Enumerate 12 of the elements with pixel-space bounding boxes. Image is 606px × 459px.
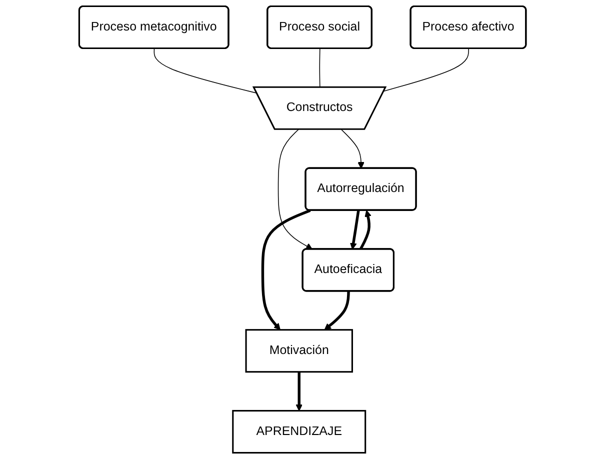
arrow	[341, 129, 365, 169]
node-box: APRENDIZAJE	[232, 410, 367, 454]
arrow	[296, 372, 303, 412]
arrow	[324, 291, 350, 330]
arrow	[350, 210, 360, 250]
connector	[320, 48, 321, 88]
arrow	[360, 210, 372, 250]
arrow	[262, 209, 312, 330]
node-box: Motivación	[246, 329, 354, 373]
connector	[384, 48, 470, 92]
arrow	[278, 129, 313, 250]
connector	[154, 48, 258, 94]
